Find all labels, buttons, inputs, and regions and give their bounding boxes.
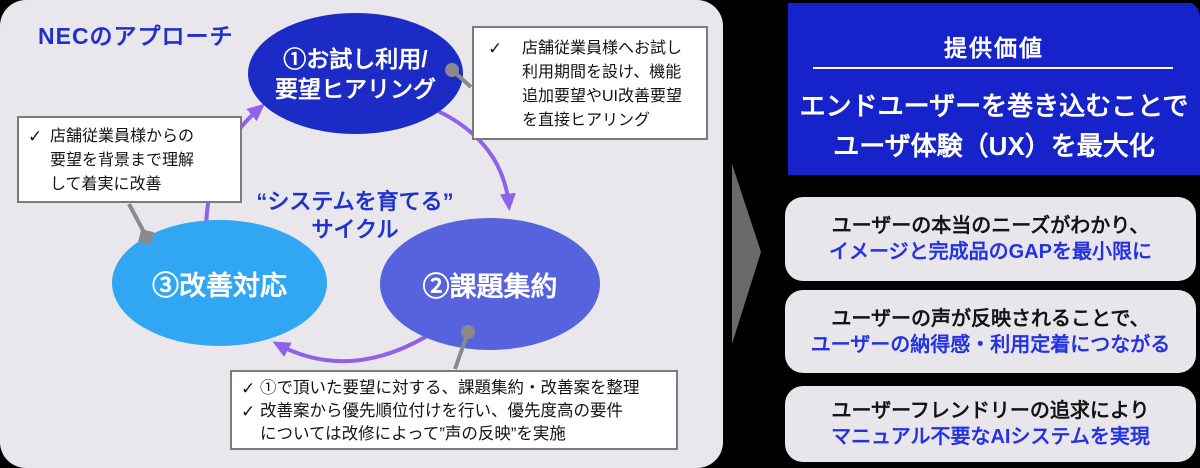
checkmark-icon: ✓ <box>28 127 43 146</box>
benefit1-line2: イメージと完成品のGAPを最小限に <box>829 241 1152 263</box>
step1-label-line2: 要望ヒアリング <box>275 75 436 102</box>
callout-step2-note: ✓ ①で頂いた要望に対する、課題集約・改善案を整理 ✓ 改善案から優先順位付けを… <box>230 370 678 450</box>
checkmark-icon: ✓ <box>241 379 256 398</box>
benefit2-line1: ユーザーの声が反映されることで、 <box>831 307 1150 330</box>
callout-step1-text: 店舗従業員様へお試し 利用期間を設け、機能 追加要望やUI改善要望 を直接ヒアリ… <box>522 40 683 129</box>
benefit-card-2: ユーザーの声が反映されることで、 ユーザーの納得感・利用定着につながる <box>785 290 1196 373</box>
checkmark-icon: ✓ <box>488 39 503 58</box>
value-body: エンドユーザーを巻き込むことで ユーザ体験（UX）を最大化 <box>788 86 1200 166</box>
arrow-step2-to-step3 <box>272 334 429 364</box>
cycle-label-line2: サイクル <box>311 217 399 242</box>
cycle-label-line1: “システムを育てる” <box>256 189 454 214</box>
value-body-line2: ユーザ体験（UX）を最大化 <box>833 131 1155 161</box>
callout-step3-text: 店舗従業員様からの 要望を背景まで理解 して着実に改善 <box>50 128 195 193</box>
callout-step2-item1: ✓ ①で頂いた要望に対する、課題集約・改善案を整理 <box>241 379 640 398</box>
step3-ellipse: ③改善対応 <box>112 220 327 346</box>
value-divider <box>813 67 1173 69</box>
nec-approach-panel: NECのアプローチ ①お試し利用/ 要望ヒアリング ②課題集約 ③改善対応 “シ… <box>0 0 723 468</box>
callout-step2-item2: ✓ 改善案から優先順位付けを行い、優先度高の要件 については改修によって”声の反… <box>241 400 670 446</box>
benefit1-line1: ユーザーの本当のニーズがわかり、 <box>831 215 1150 237</box>
benefit3-line1: ユーザーフレンドリーの追求により <box>831 400 1150 422</box>
value-title: 提供価値 <box>944 35 1044 61</box>
benefit-card-1: ユーザーの本当のニーズがわかり、 イメージと完成品のGAPを最小限に <box>785 197 1196 281</box>
step1-label-line1: ①お試し利用/ <box>283 45 428 72</box>
value-body-line1: エンドユーザーを巻き込むことで <box>799 91 1189 121</box>
value-proposition-box: 提供価値 エンドユーザーを巻き込むことで ユーザ体験（UX）を最大化 <box>788 3 1200 175</box>
callout-step1-note: ✓ 店舗従業員様へお試し 利用期間を設け、機能 追加要望やUI改善要望 を直接ヒ… <box>472 26 708 140</box>
step2-ellipse: ②課題集約 <box>380 218 600 350</box>
flow-arrow-icon <box>732 164 761 344</box>
cycle-label: “システムを育てる” サイクル <box>235 188 475 244</box>
benefit2-line2: ユーザーの納得感・利用定着につながる <box>810 333 1171 356</box>
step1-ellipse: ①お試し利用/ 要望ヒアリング <box>248 13 463 134</box>
benefit3-line2: マニュアル不要なAIシステムを実現 <box>831 426 1150 448</box>
step2-label: ②課題集約 <box>422 271 558 302</box>
callout-step3-note: ✓ 店舗従業員様からの 要望を背景まで理解 して着実に改善 <box>17 116 242 203</box>
approach-title: NECのアプローチ <box>38 23 234 49</box>
benefit-card-3: ユーザーフレンドリーの追求により マニュアル不要なAIシステムを実現 <box>785 386 1196 462</box>
checkmark-icon: ✓ <box>241 402 256 421</box>
leader-step3 <box>127 203 148 237</box>
step3-label: ③改善対応 <box>152 270 287 301</box>
